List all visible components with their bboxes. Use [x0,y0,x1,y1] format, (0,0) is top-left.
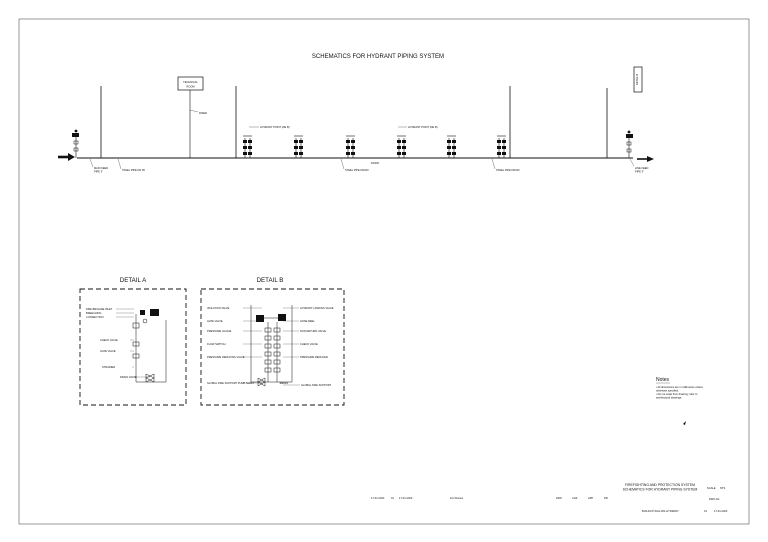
title-block-col-3: APP [588,496,593,500]
notes-line-4: architectural drawings. [656,396,682,400]
detail-b-labels-left: ISOLATION VALVE GATE VALVE PRESSURE GAUGE F… [207,306,262,385]
detail-b-title: DETAIL B [257,277,284,284]
pipe-label-4: STEEL PIPE DN100 [496,168,520,172]
notes-line-2: otherwise specified. [656,389,679,393]
detail-b-label-right: HYDRANT LANDING VALVE [300,306,334,310]
hydrant-assembly [294,135,303,158]
hydrant-assemblies [243,135,506,158]
title-block-dwg-label: DWG No [709,497,720,501]
title-block-col-1: DRN [556,496,562,500]
riser-leader [189,109,199,113]
hydrant-point-label-2: HYDRANT POINT (DE B) [408,125,438,129]
notes-line-3: • Do not scale from drawing; refer to [656,392,698,396]
technical-room-box [177,76,204,91]
detail-tag-box [633,66,643,93]
title-block-rev-1: 01 [391,496,394,500]
hydrant-assembly [243,135,252,158]
title-block-col-4: DR [604,496,608,500]
pipe-label-3: STEEL PIPE DN100 [345,168,369,172]
detail-b-labels-right: HYDRANT LANDING VALVE HOSE REEL NON RETURN… [279,306,334,387]
hydrant-assembly [346,135,355,158]
detail-b-valves [264,327,281,373]
pipe-leader-2 [117,158,122,170]
detail-b-label-right: DRAIN [280,381,288,385]
detail-b-frame [200,288,345,406]
hydrant-assembly [497,135,506,158]
title-block-scale-value: NTS [720,486,725,490]
detail-a-label: STRAINER [102,365,115,369]
title-block: FIREFIGHTING AND PROTECTION SYSTEM SCHEM… [371,483,728,513]
detail-b-label-right: CHECK VALVE [300,342,318,346]
detail-b-label-left: GLOBAL FIRE SUPPORT PUMP SHAFT [207,381,255,385]
detail-a-label: BREECHING [86,311,101,315]
title-block-date-1: 17-01-2023 [371,496,385,500]
detail-b-label-left: GATE VALVE [207,319,223,323]
title-block-project-2: SCHEMATICS FOR HYDRANT PIPING SYSTEM [623,488,698,492]
pipe-label-end: LINE FEED [635,166,649,170]
title-block-status: For Review [450,496,463,500]
detail-a-label: CONNECTION [86,315,104,319]
detail-b-label-right: HOSE REEL [300,319,315,323]
title-block-scale-label: SCALE [707,486,716,490]
hydrant-assembly [397,135,406,158]
detail-b-label-left: PRESSURE GAUGE [207,329,232,333]
pipe-leader-3 [340,158,345,170]
notes-heading: Notes [656,377,670,383]
detail-a-schematic [132,309,167,383]
detail-b-label-right: GLOBAL FIRE SUPPORT [301,383,332,387]
pipe-centre-mark: DN100 [371,161,380,165]
detail-b-label-right: PRESSURE REDUCER [300,355,328,359]
detail-a-title: DETAIL A [120,277,147,284]
detail-tag-label: DETAIL B [635,74,639,86]
hydrant-point-label-1: HYDRANT POINT (DE B) [260,125,290,129]
title-block-sheet-no: 01 [704,509,707,513]
detail-b-label-right: NON RETURN VALVE [300,329,326,333]
inlet-arrow-head [68,153,75,161]
detail-b-label-left: ISOLATION VALVE [207,306,230,310]
pipe-leader-1 [89,158,94,168]
detail-b-valve [264,327,281,333]
title-block-project-1: FIREFIGHTING AND PROTECTION SYSTEM [625,483,695,487]
technical-room-label-2: ROOM [186,85,194,89]
title-block-drawing-code: BUILD-FP-SCH-001-HYDRANT [642,509,679,513]
outlet-arrow-head [647,156,654,162]
pipe-label-1b: PIPE 3" [94,170,103,174]
detail-a-label: GATE VALVE [100,349,116,353]
detail-b-label-left: FLOW SWITCH [207,342,226,346]
sheet-border [18,18,750,525]
detail-b-valve [264,359,281,365]
riser-label: RISER [199,111,207,115]
detail-a-label: CHECK VALVE [100,338,118,342]
detail-b-label-left: PRESSURE REDUCING VALVE [207,355,245,359]
detail-a-frame [79,288,187,406]
title-block-date-3: 17-01-2023 [714,509,728,513]
title-block-date-2: 17-01-2023 [399,496,413,500]
outlet-valve-assembly [626,130,633,158]
pipe-label-2: STEEL PIPE DN 65 [122,168,145,172]
notes-line-1: • All dimensions are in millimetres unle… [656,385,703,389]
inlet-valve-assembly [72,129,79,158]
detail-b-schematic [250,305,293,387]
detail-a-label: FIRE BRIGADE INLET [86,307,113,311]
detail-b-valve [264,351,281,357]
detail-b-valve [264,343,281,349]
pipe-label-end-b: PIPE 3" [635,170,644,174]
pipe-label-1: MAIN FEED [94,166,108,170]
drawing-title: SCHEMATICS FOR HYDRANT PIPING SYSTEM [312,54,444,60]
title-block-col-2: CHK [572,496,578,500]
pipe-leader-4 [491,158,496,170]
hydrant-assembly [447,135,456,158]
technical-room-label-1: TECHNICAL [183,80,198,84]
detail-a-label: DRAIN VALVE [120,375,137,379]
north-arrow-icon [683,421,686,425]
detail-b-valve [264,367,281,373]
detail-b-valve [264,335,281,341]
pipe-leader-end [629,158,635,167]
